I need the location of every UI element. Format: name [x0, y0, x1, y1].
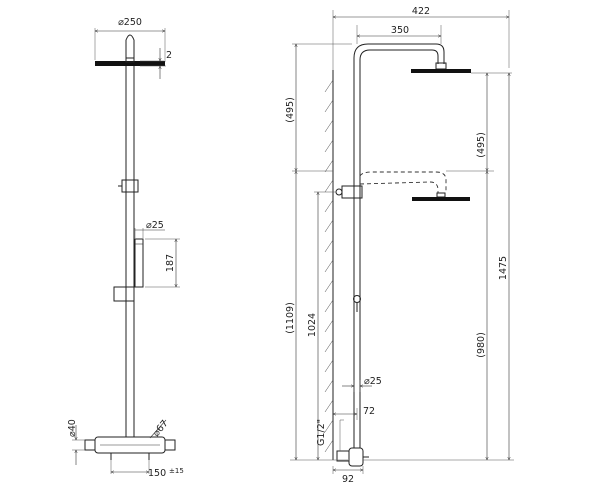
wall-offset-label: 72 [363, 406, 375, 417]
inlet-spacing-tolerance: ±15 [169, 467, 184, 475]
thermostatic-mixer [84, 436, 176, 460]
valve-diameter-label: ⌀67 [151, 418, 171, 439]
wall [324, 70, 334, 460]
rail [125, 66, 135, 437]
head-thickness-label: 2 [166, 50, 172, 61]
lower-height-right-label: (980) [476, 332, 487, 358]
total-projection-label: 422 [412, 6, 430, 17]
inlet-projection-label: 92 [342, 474, 354, 485]
hand-shower [113, 238, 144, 302]
thread-size-label: G1/2" [316, 419, 327, 446]
side-view: 422 350 (495) (1109) 1024 (495) (980) 14… [285, 6, 514, 485]
rail-height-left-label: (1109) [285, 302, 296, 334]
diverter [121, 179, 139, 193]
front-view: ⌀250 2 ⌀25 187 ⌀40 ⌀67 150 ±15 [67, 17, 184, 479]
diverter-side [341, 185, 363, 199]
hand-shower-diameter-label: ⌀25 [146, 220, 164, 231]
shower-arm-upper [353, 43, 445, 186]
rail-diameter-label: ⌀25 [364, 376, 382, 387]
mount-height-label: 1024 [307, 313, 318, 337]
inlet-spacing-label: 150 [148, 468, 166, 479]
upper-head-drop-label: (495) [285, 97, 296, 123]
hand-shower-slider [353, 295, 361, 303]
hand-shower-length-label: 187 [165, 254, 176, 272]
overhead-shower-head [95, 57, 165, 66]
overhead-shower-lower [412, 192, 470, 201]
arm-reach-label: 350 [391, 25, 409, 36]
upper-head-drop-right-label: (495) [476, 132, 487, 158]
head-diameter-label: ⌀250 [118, 17, 142, 28]
overall-height-label: 1475 [498, 256, 509, 280]
rail-side [353, 186, 361, 448]
inlet-diameter-label: ⌀40 [67, 419, 78, 437]
shower-arm-lower-dashed [359, 171, 447, 193]
mixer-side [336, 447, 369, 467]
overhead-shower-upper [411, 62, 471, 73]
